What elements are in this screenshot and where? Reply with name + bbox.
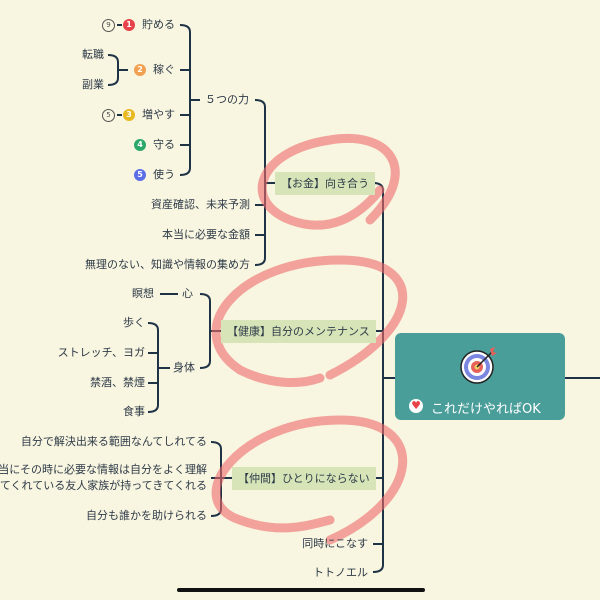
- node-info-line1[interactable]: 本当にその時に必要な情報は自分をよく理解: [0, 463, 207, 476]
- node-simultaneous[interactable]: 同時にこなす: [302, 537, 368, 550]
- node-needed-amount[interactable]: 本当に必要な金額: [162, 228, 250, 241]
- node-five-powers[interactable]: ５つの力: [205, 93, 249, 106]
- node-meditation[interactable]: 瞑想: [132, 287, 154, 300]
- highlight-circles: [211, 134, 408, 545]
- node-info-gathering[interactable]: 無理のない、知識や情報の集め方: [85, 258, 250, 271]
- priority-4-icon: 4: [134, 139, 146, 151]
- priority-3-icon: 3: [123, 109, 135, 121]
- collapsed-count[interactable]: 5: [102, 109, 115, 122]
- central-topic-label: これだけやればOK: [431, 402, 541, 417]
- node-body[interactable]: 身体: [173, 361, 195, 374]
- node-protect[interactable]: 守る: [153, 138, 175, 151]
- home-indicator: [177, 588, 425, 592]
- priority-5-icon: 5: [134, 169, 146, 181]
- node-friends[interactable]: 【仲間】ひとりにならない: [232, 467, 376, 490]
- node-mind[interactable]: 心: [182, 287, 193, 300]
- node-save[interactable]: 貯める: [142, 18, 175, 31]
- node-health[interactable]: 【健康】自分のメンテナンス: [221, 320, 376, 343]
- node-money[interactable]: 【お金】向き合う: [275, 172, 375, 195]
- node-totonoeru[interactable]: トトノエル: [313, 566, 368, 579]
- node-help-others[interactable]: 自分も誰かを助けられる: [86, 509, 207, 522]
- node-job-change[interactable]: 転職: [82, 48, 104, 61]
- node-grow[interactable]: 増やす: [142, 108, 175, 121]
- priority-2-icon: 2: [134, 64, 146, 76]
- node-meal[interactable]: 食事: [123, 405, 145, 418]
- node-asset-check[interactable]: 資産確認、未来予測: [151, 198, 250, 211]
- node-side-job[interactable]: 副業: [82, 78, 104, 91]
- heart-icon: ♥: [409, 399, 423, 413]
- node-earn[interactable]: 稼ぐ: [153, 63, 175, 76]
- node-use[interactable]: 使う: [153, 168, 175, 181]
- node-info-line2[interactable]: してくれている友人家族が持ってきてくれる: [0, 479, 207, 492]
- priority-1-icon: 1: [123, 19, 135, 31]
- node-limits[interactable]: 自分で解決出来る範囲なんてしれてる: [20, 435, 207, 448]
- node-walk[interactable]: 歩く: [123, 316, 145, 329]
- target-icon: [460, 347, 497, 384]
- collapsed-count[interactable]: 9: [102, 19, 115, 32]
- central-topic[interactable]: ♥ これだけやればOK: [395, 333, 565, 420]
- node-no-alcohol[interactable]: 禁酒、禁煙: [90, 376, 145, 389]
- node-stretch[interactable]: ストレッチ、ヨガ: [57, 346, 145, 359]
